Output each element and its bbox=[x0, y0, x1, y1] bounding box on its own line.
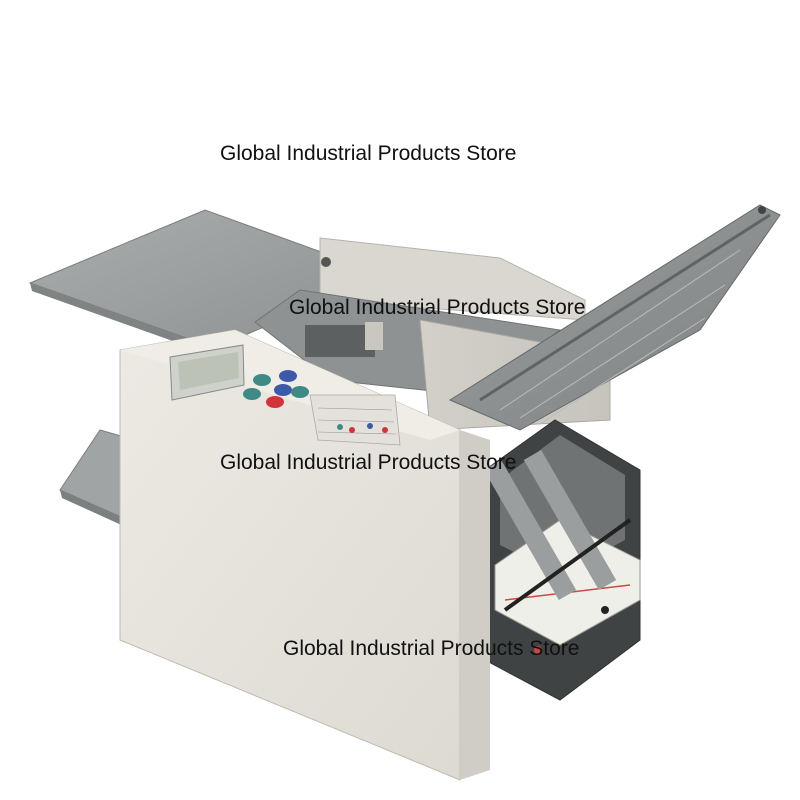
back-housing bbox=[319, 237, 586, 321]
store-watermark: Global Industrial Products Store bbox=[220, 451, 517, 474]
store-watermark: Global Industrial Products Store bbox=[220, 142, 517, 165]
receiving-tray bbox=[59, 429, 129, 528]
store-watermark: Global Industrial Products Store bbox=[289, 296, 586, 319]
upper-fold-plate bbox=[448, 204, 781, 431]
store-watermark: Global Industrial Products Store bbox=[283, 637, 580, 660]
lower-fold-plate bbox=[483, 419, 641, 701]
control-panel bbox=[169, 344, 401, 446]
